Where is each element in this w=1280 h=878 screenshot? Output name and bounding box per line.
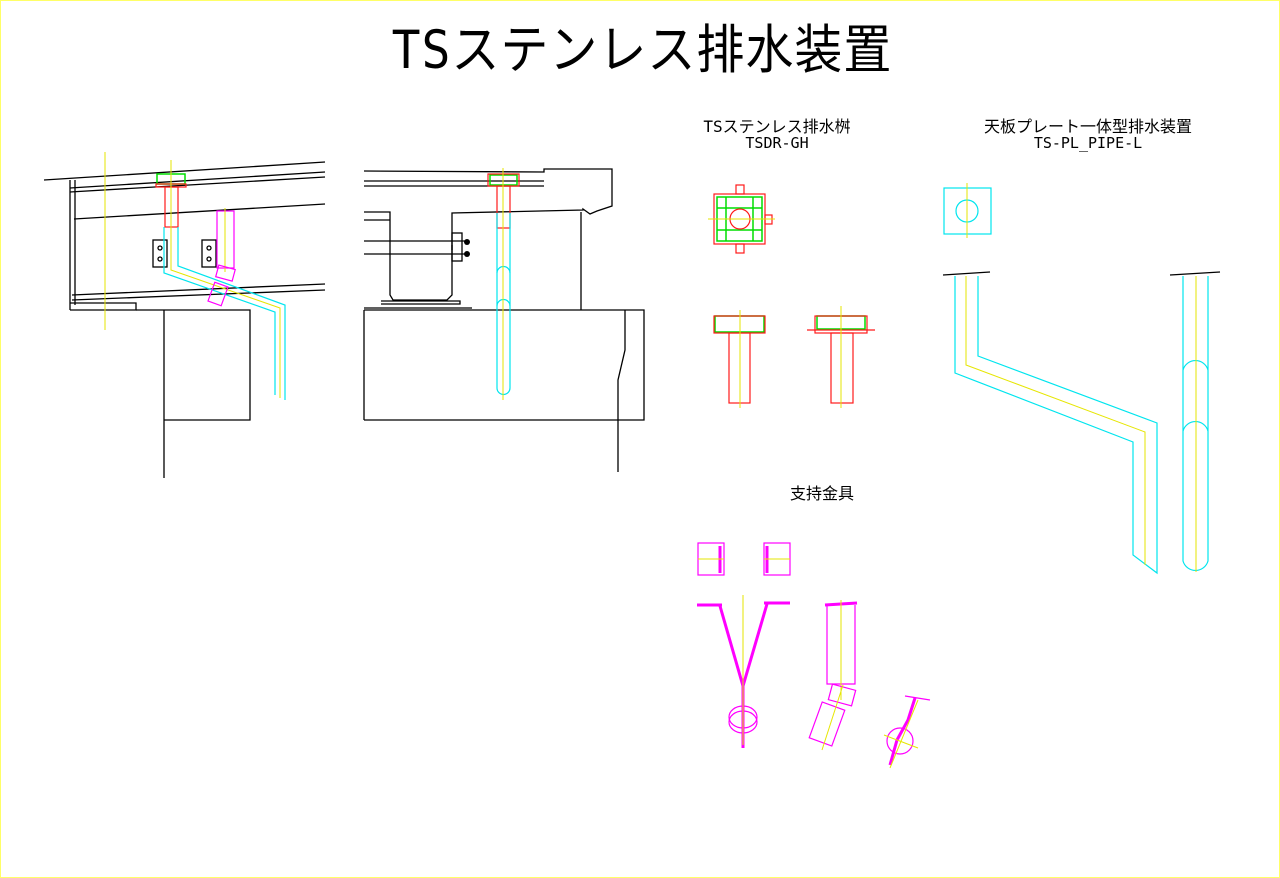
catch-basin-title: TSステンレス排水桝	[703, 117, 851, 136]
catch-basin-views	[708, 184, 875, 408]
integrated-title: 天板プレート一体型排水装置	[983, 117, 1193, 136]
support-bracket-views	[697, 542, 931, 769]
integrated-model: TS-PL_PIPE-L	[1033, 134, 1143, 152]
support-title: 支持金具	[789, 484, 855, 503]
integrated-drain-views	[942, 183, 1221, 575]
drawing-title: TSステンレス排水装置	[391, 19, 893, 82]
catch-basin-model: TSDR-GH	[745, 134, 809, 152]
front-section-view	[363, 168, 645, 472]
side-section-view	[43, 152, 326, 478]
